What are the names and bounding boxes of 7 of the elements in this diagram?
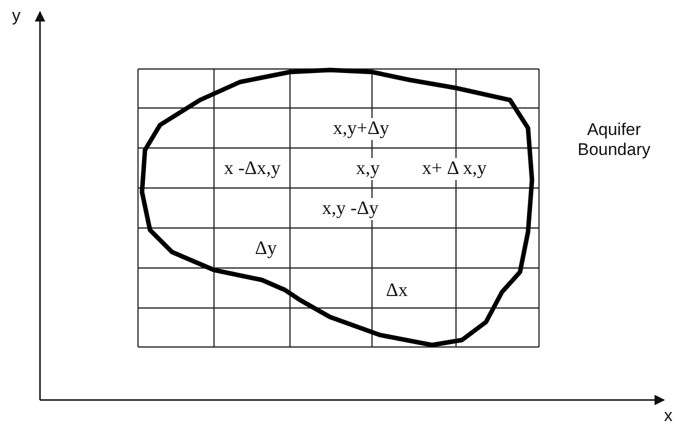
grid-point-label: x,y+Δy bbox=[333, 118, 390, 140]
axis-label: x bbox=[664, 406, 672, 426]
boundary-label: Aquifer Boundary bbox=[576, 120, 652, 160]
grid-point-label: x,y bbox=[356, 158, 380, 180]
grid-point-label: x+ Δ x,y bbox=[422, 158, 487, 180]
grid-point-label: x,y -Δy bbox=[322, 198, 379, 220]
axis-label: y bbox=[12, 6, 20, 26]
